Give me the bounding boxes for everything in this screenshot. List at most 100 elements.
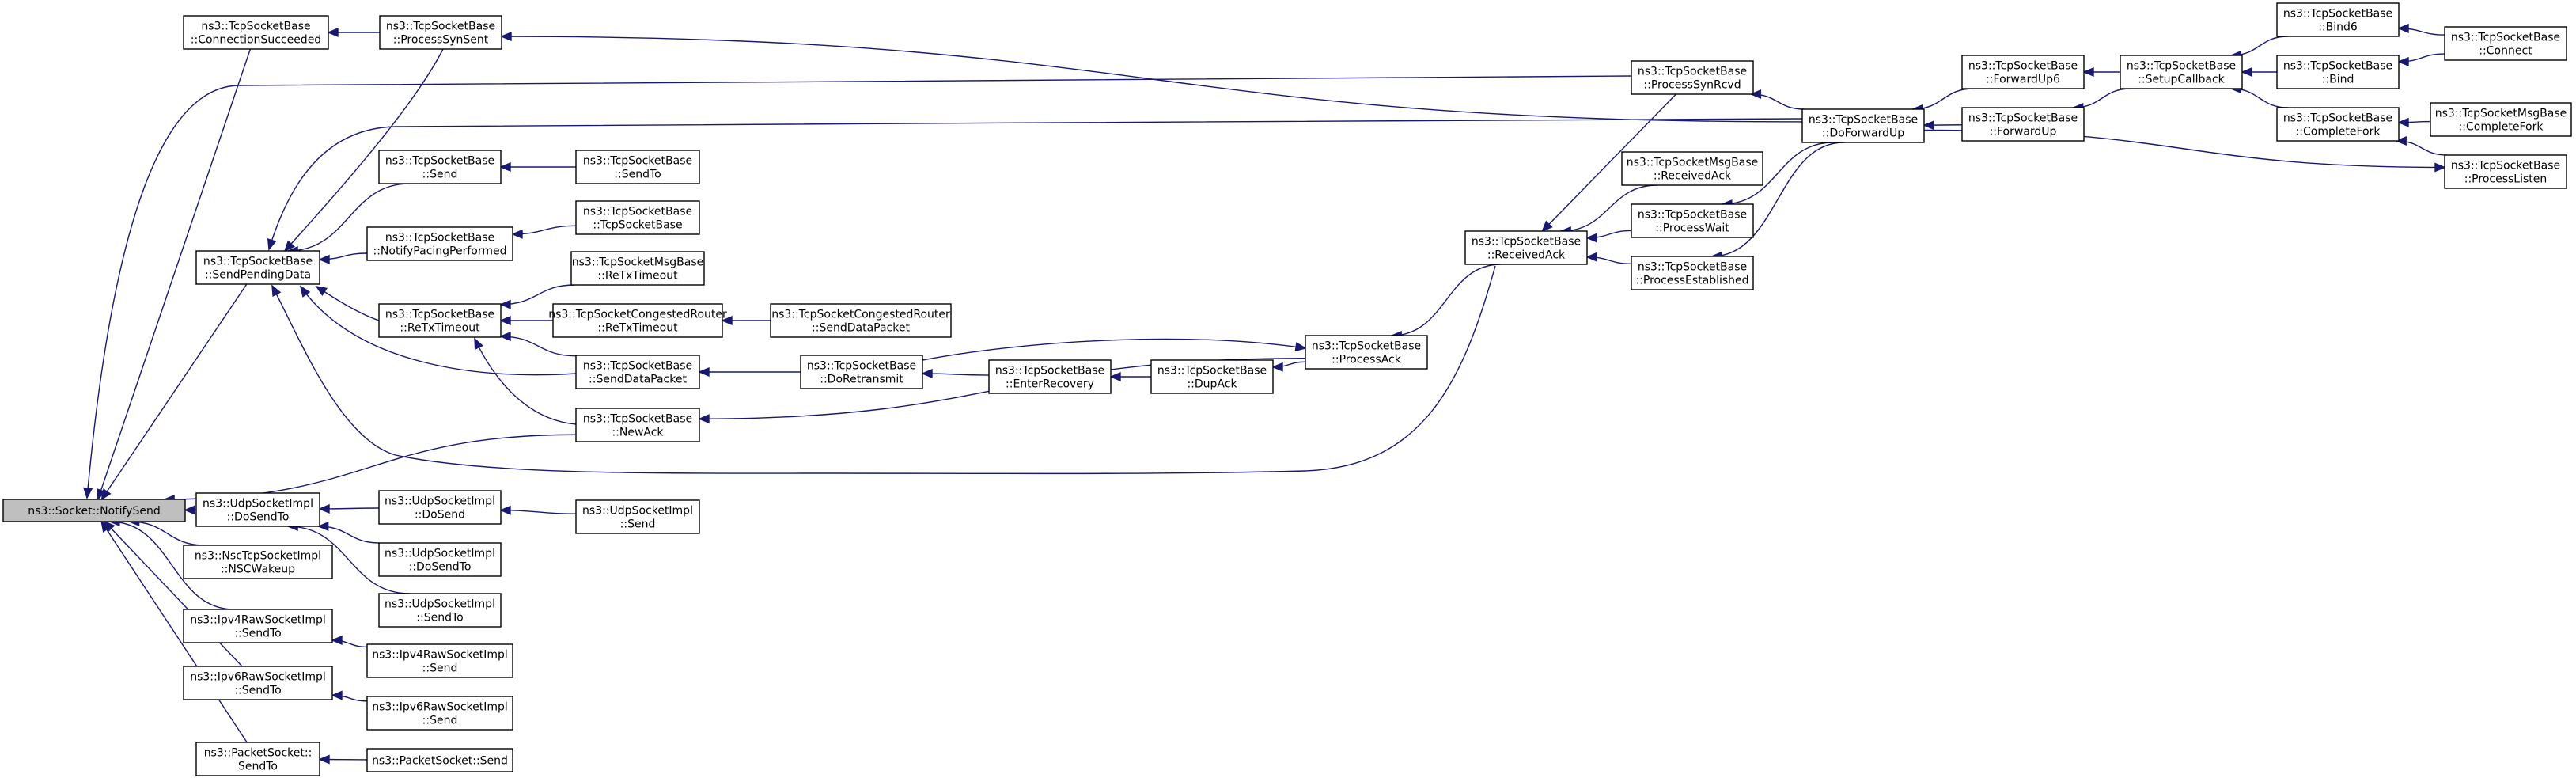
edge-line — [474, 338, 577, 425]
edge-line — [500, 509, 577, 514]
node-receivedack[interactable]: ns3::TcpSocketBase::ReceivedAck — [1464, 230, 1588, 265]
edge-doretx-to-processack — [922, 338, 1307, 361]
edge-line — [922, 338, 1306, 361]
node-processest[interactable]: ns3::TcpSocketBase::ProcessEstablished — [1631, 256, 1754, 290]
node-pktsendto[interactable]: ns3::PacketSocket::SendTo — [195, 742, 320, 776]
node-label: ::DoForwardUp — [1822, 127, 1904, 140]
node-msgretx[interactable]: ns3::TcpSocketMsgBase::ReTxTimeout — [570, 251, 705, 286]
node-label: ::ProcessSynRcvd — [1643, 79, 1741, 92]
node-box — [2120, 55, 2243, 89]
node-synsent[interactable]: ns3::TcpSocketBase::ProcessSynSent — [379, 15, 502, 50]
arrowhead-icon — [315, 286, 328, 296]
edge-fwdup-to-dofwdup — [1923, 120, 1963, 131]
node-sendto_tcp[interactable]: ns3::TcpSocketBase::SendTo — [575, 150, 700, 184]
node-box — [195, 742, 320, 776]
node-label: ::Bind6 — [2318, 21, 2358, 34]
node-ipv4send[interactable]: ns3::Ipv4RawSocketImpl::Send — [366, 643, 513, 678]
node-label: ::ProcessAck — [1332, 354, 1402, 366]
edge-tcpctor-to-notifypacing — [511, 225, 577, 239]
arrowhead-icon — [316, 521, 329, 532]
node-bind[interactable]: ns3::TcpSocketBase::Bind — [2276, 55, 2400, 89]
edge-synrcvd-to-notifysend — [83, 75, 1632, 499]
arrowhead-icon — [267, 238, 277, 251]
node-box — [575, 408, 700, 442]
edge-dofwdup-to-synrcvd — [1749, 89, 1805, 110]
node-dofwdup[interactable]: ns3::TcpSocketBase::DoForwardUp — [1801, 108, 1925, 143]
node-label: ::SendDataPacket — [589, 374, 687, 386]
node-congsdp[interactable]: ns3::TcpSocketCongestedRouter::SendDataP… — [770, 303, 952, 338]
node-bind6[interactable]: ns3::TcpSocketBase::Bind6 — [2276, 2, 2400, 37]
edge-line — [271, 265, 1496, 475]
edge-synrcvd-to-receivedack — [1541, 93, 1676, 233]
node-label: ns3::Ipv6RawSocketImpl — [372, 701, 508, 714]
node-fwdup6[interactable]: ns3::TcpSocketBase::ForwardUp6 — [1961, 55, 2085, 89]
node-nscwakeup[interactable]: ns3::NscTcpSocketImpl::NSCWakeup — [183, 545, 333, 579]
node-tsbsend[interactable]: ns3::TcpSocketBase::Send — [378, 150, 502, 184]
node-pktsend[interactable]: ns3::PacketSocket::Send — [366, 748, 513, 772]
node-box — [575, 150, 700, 184]
node-box — [378, 593, 502, 628]
node-synrcvd[interactable]: ns3::TcpSocketBase::ProcessSynRcvd — [1631, 60, 1754, 95]
node-msgrecvack[interactable]: ns3::TcpSocketMsgBase::ReceivedAck — [1621, 151, 1763, 186]
node-congretx[interactable]: ns3::TcpSocketCongestedRouter::ReTxTimeo… — [548, 303, 727, 338]
node-label: ns3::PacketSocket::Send — [372, 755, 508, 768]
node-udpdosendto2[interactable]: ns3::UdpSocketImpl::DoSendTo — [378, 542, 502, 577]
edge-line — [316, 286, 380, 321]
node-enterrec[interactable]: ns3::TcpSocketBase::EnterRecovery — [988, 359, 1112, 394]
node-label: ns3::TcpSocketBase — [583, 155, 692, 168]
node-label: ::CompleteFork — [2296, 126, 2381, 139]
node-udpsendto[interactable]: ns3::UdpSocketImpl::SendTo — [378, 593, 502, 628]
arrowhead-icon — [331, 690, 343, 700]
node-msgcompletefork[interactable]: ns3::TcpSocketMsgBase::CompleteFork — [2430, 102, 2572, 137]
node-label: ::ProcessListen — [2464, 173, 2548, 186]
node-box — [183, 15, 329, 50]
edge-pktsend-to-pktsendto — [318, 754, 368, 765]
node-fwdup[interactable]: ns3::TcpSocketBase::ForwardUp — [1961, 107, 2085, 142]
node-retx[interactable]: ns3::TcpSocketBase::ReTxTimeout — [378, 303, 502, 338]
node-udpsend[interactable]: ns3::UdpSocketImpl::Send — [575, 499, 700, 534]
node-label: ns3::TcpSocketBase — [583, 360, 692, 373]
node-sdp[interactable]: ns3::TcpSocketBase::SendDataPacket — [575, 355, 700, 389]
arrowhead-icon — [1271, 362, 1283, 372]
node-tcpctor[interactable]: ns3::TcpSocketBase::TcpSocketBase — [575, 200, 700, 235]
edge-udpdosend-to-udpdosendto — [318, 503, 380, 514]
node-udpdosendto[interactable]: ns3::UdpSocketImpl::DoSendTo — [195, 492, 320, 527]
edge-bind-to-setupcb — [2241, 66, 2277, 78]
node-notifypacing[interactable]: ns3::TcpSocketBase::NotifyPacingPerforme… — [366, 226, 513, 261]
node-label: ::DoSendTo — [409, 561, 472, 574]
node-udpdosend[interactable]: ns3::UdpSocketImpl::DoSend — [378, 490, 502, 525]
node-sendpending[interactable]: ns3::TcpSocketBase::SendPendingData — [195, 250, 320, 285]
arrowhead-icon — [2397, 56, 2409, 66]
node-processack[interactable]: ns3::TcpSocketBase::ProcessAck — [1305, 335, 1428, 370]
node-ipv6sendto[interactable]: ns3::Ipv6RawSocketImpl::SendTo — [183, 666, 333, 700]
node-ipv4sendto[interactable]: ns3::Ipv4RawSocketImpl::SendTo — [183, 609, 333, 643]
node-box — [1631, 256, 1754, 290]
edge-connect-to-bind6 — [2397, 23, 2445, 36]
node-box — [2430, 102, 2572, 137]
edge-udpdosendto-to-notifysend — [184, 505, 197, 515]
node-connect[interactable]: ns3::TcpSocketBase::Connect — [2444, 26, 2567, 61]
node-notifysend[interactable]: ns3::Socket::NotifySend — [2, 499, 186, 522]
node-ipv6send[interactable]: ns3::Ipv6RawSocketImpl::Send — [366, 696, 513, 731]
arrowhead-icon — [499, 161, 511, 173]
node-doretx[interactable]: ns3::TcpSocketBase::DoRetransmit — [800, 355, 923, 389]
edge-line — [288, 183, 410, 252]
node-processwait[interactable]: ns3::TcpSocketBase::ProcessWait — [1631, 203, 1754, 238]
arrowhead-icon — [499, 315, 511, 326]
node-dupack[interactable]: ns3::TcpSocketBase::DupAck — [1150, 359, 1274, 394]
node-newack[interactable]: ns3::TcpSocketBase::NewAck — [575, 408, 700, 442]
node-label: ns3::TcpSocketBase — [995, 365, 1104, 378]
node-label: ::SendTo — [416, 612, 463, 624]
arrowhead-icon — [2434, 162, 2446, 173]
node-box — [378, 490, 502, 525]
node-label: ns3::TcpSocketBase — [2451, 32, 2560, 44]
node-label: ::SendTo — [234, 685, 281, 697]
node-label: ::Send — [422, 715, 458, 727]
node-connsucc[interactable]: ns3::TcpSocketBase::ConnectionSucceeded — [183, 15, 329, 50]
node-label: ::DoSendTo — [227, 511, 290, 524]
node-setupcb[interactable]: ns3::TcpSocketBase::SetupCallback — [2120, 55, 2243, 89]
node-completefork[interactable]: ns3::TcpSocketBase::CompleteFork — [2276, 107, 2400, 142]
node-processlisten[interactable]: ns3::TcpSocketBase::ProcessListen — [2444, 154, 2567, 189]
edge-processest-to-receivedack — [1585, 252, 1632, 264]
